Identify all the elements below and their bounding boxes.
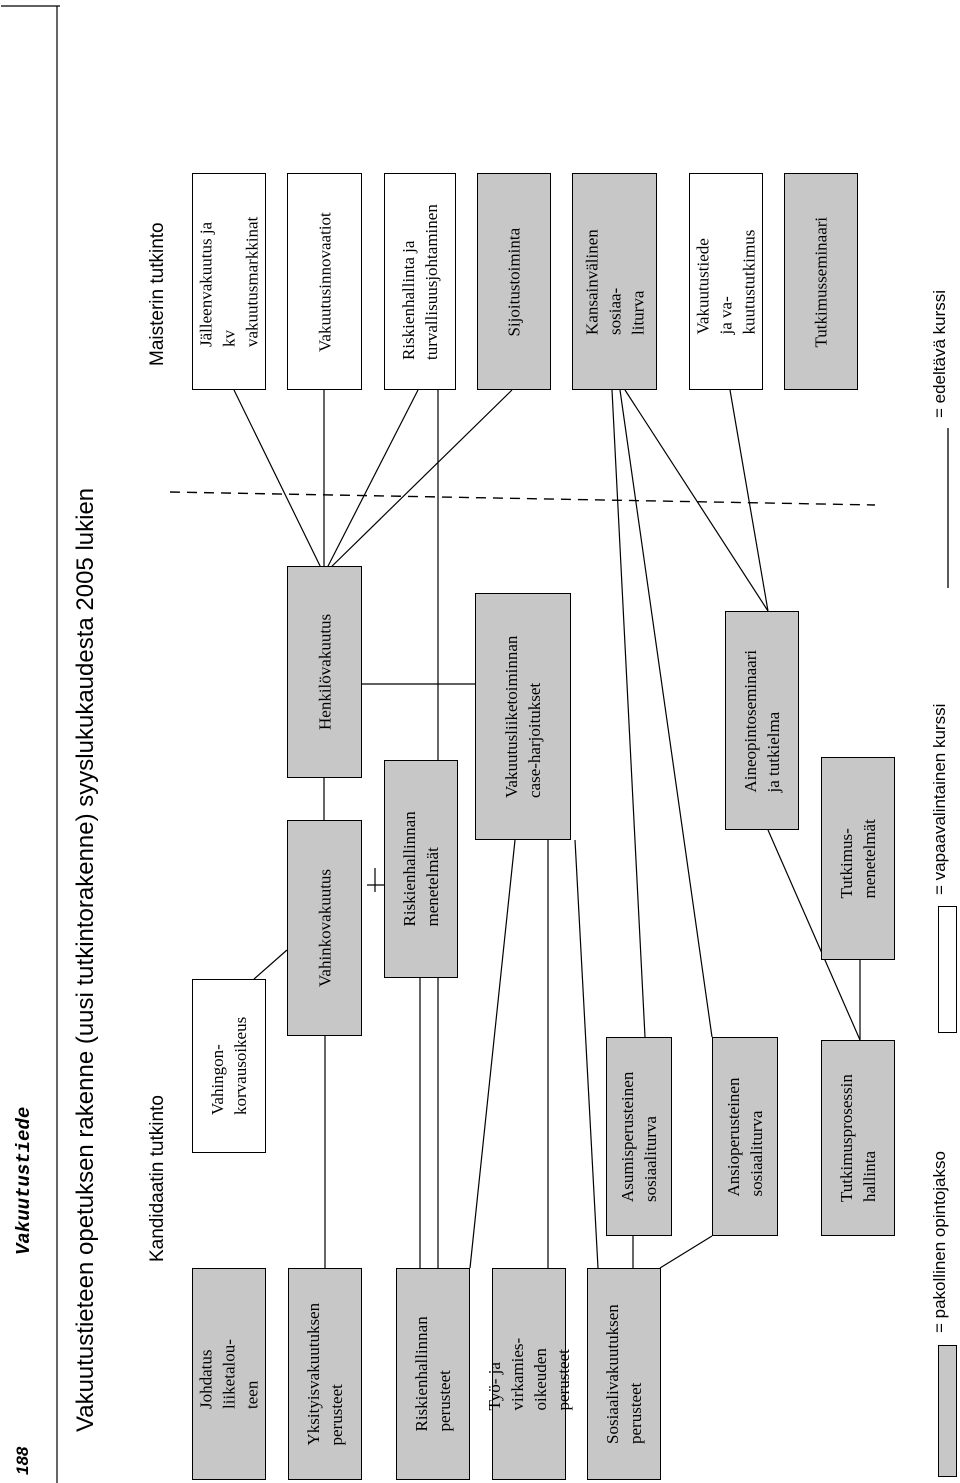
course-sosiaalivakuutuksen-perusteet: Sosiaalivakuutuksen perusteet — [587, 1268, 661, 1480]
page-title: Vakuutustieteen opetuksen rakenne (uusi … — [72, 487, 99, 1432]
course-sosiaalivakuutuksen-perusteet-label: Sosiaalivakuutuksen perusteet — [603, 1304, 645, 1444]
course-vahinkovakuutus: Vahinkovakuutus — [287, 820, 362, 1036]
course-kansainvalinen-sosiaaliturva-label: Kansainvälinen sosiaa- liturva — [582, 228, 647, 335]
course-ansioperusteinen-sosiaaliturva-label: Ansioperusteinen sosiaaliturva — [724, 1077, 766, 1196]
course-aineopintoseminaari: Aineopintoseminaari ja tutkielma — [725, 611, 799, 830]
line-aine-kansain — [624, 389, 769, 612]
course-vakuutusinnovaatiot: Vakuutusinnovaatiot — [287, 173, 362, 390]
course-henkilovakuutus-label: Henkilövakuutus — [315, 613, 334, 730]
course-ansioperusteinen-sosiaaliturva: Ansioperusteinen sosiaaliturva — [712, 1037, 778, 1236]
course-jalleenvakuutus: Jälleenvakuutus ja kv vakuutusmarkkinat — [192, 173, 266, 390]
course-riskienhallinnan-perusteet: Riskienhallinnan perusteet — [396, 1268, 470, 1480]
course-vahingonkorvausoikeus: Vahingon- korvausoikeus — [192, 979, 266, 1153]
line-aine-tutkprosessi — [767, 829, 861, 1041]
line-ansio-kansain — [619, 389, 713, 1038]
course-vakuutusliiketoiminnan-case: Vakuutusliiketoiminnan case-harjoitukset — [475, 593, 571, 840]
course-tyo-ja-virkamiesoikeus-label: Työ- ja virkamies- oikeuden perusteet — [485, 1337, 573, 1411]
course-vakuutustiede-ja-vakuutustutkimus: Vakuutustiede ja va- kuutustutkimus — [689, 173, 763, 390]
course-yksityisvakuutuksen-perusteet: Yksityisvakuutuksen perusteet — [288, 1268, 362, 1480]
course-tutkimusmenetelmat-label: Tutkimus- menetelmät — [837, 818, 879, 898]
course-aineopintoseminaari-label: Aineopintoseminaari ja tutkielma — [741, 649, 783, 792]
course-vahingonkorvausoikeus-label: Vahingon- korvausoikeus — [208, 1016, 250, 1115]
master-heading: Maisterin tutkinto — [147, 222, 168, 366]
course-tutkimusmenetelmat: Tutkimus- menetelmät — [821, 757, 895, 960]
course-vakuutustiede-ja-vakuutustutkimus-label: Vakuutustiede ja va- kuutustutkimus — [693, 229, 759, 334]
line-vahingonkorv-vahinko — [253, 949, 288, 980]
course-riskienhallinnan-menetelmat-label: Riskienhallinnan menetelmät — [400, 811, 442, 927]
course-sijoitustoiminta: Sijoitustoiminta — [477, 173, 551, 390]
course-riskienhallinnan-menetelmat: Riskienhallinnan menetelmät — [384, 760, 458, 978]
line-henkilo-turvallisuus — [323, 389, 419, 575]
course-tutkimusseminaari: Tutkimusseminaari — [784, 173, 858, 390]
page-number: 188 — [13, 1446, 32, 1475]
course-vahinkovakuutus-label: Vahinkovakuutus — [315, 868, 334, 987]
course-vakuutusliiketoiminnan-case-label: Vakuutusliiketoiminnan case-harjoitukset — [502, 635, 544, 798]
line-riskperust-case — [469, 839, 516, 1269]
course-riskienhallinta-turvallisuus: Riskienhallinta ja turvallisuusjohtamine… — [384, 173, 456, 390]
line-henkilo-jalleen — [233, 389, 325, 575]
journal-name: Vakuutustiede — [13, 1106, 35, 1255]
course-sijoitustoiminta-label: Sijoitustoiminta — [504, 227, 524, 336]
course-vakuutusinnovaatiot-label: Vakuutusinnovaatiot — [315, 211, 334, 352]
line-sosiaali-ansio — [659, 1235, 713, 1269]
course-tutkimusprosessin-hallinta: Tutkimusprosessin hallinta — [821, 1040, 895, 1236]
course-riskienhallinta-turvallisuus-label: Riskienhallinta ja turvallisuusjohtamine… — [399, 203, 441, 360]
legend-required-label: = pakollinen opintojakso — [930, 1151, 949, 1333]
course-johdatus: Johdatus liiketalou- teen — [192, 1268, 266, 1480]
course-asumisperusteinen-sosiaaliturva-label: Asumisperusteinen sosiaaliturva — [618, 1071, 660, 1202]
course-jalleenvakuutus-label: Jälleenvakuutus ja kv vakuutusmarkkinat — [196, 216, 262, 347]
course-asumisperusteinen-sosiaaliturva: Asumisperusteinen sosiaaliturva — [606, 1037, 672, 1236]
course-kansainvalinen-sosiaaliturva: Kansainvälinen sosiaa- liturva — [572, 173, 657, 390]
course-tutkimusprosessin-hallinta-label: Tutkimusprosessin hallinta — [837, 1074, 879, 1202]
line-asumis-kansain — [611, 389, 646, 1038]
line-aine-vakuutustiede — [729, 389, 769, 612]
legend-optional-label: = vapaavalintainen kurssi — [930, 703, 949, 895]
course-johdatus-label: Johdatus liiketalou- teen — [196, 1339, 262, 1409]
course-henkilovakuutus: Henkilövakuutus — [287, 566, 362, 778]
legend-optional-swatch — [938, 906, 957, 1033]
course-yksityisvakuutuksen-perusteet-label: Yksityisvakuutuksen perusteet — [304, 1302, 346, 1446]
bachelor-heading: Kandidaatin tutkinto — [147, 1095, 168, 1262]
line-henkilo-sijoitus — [323, 389, 513, 575]
course-tyo-ja-virkamiesoikeus: Työ- ja virkamies- oikeuden perusteet — [485, 1268, 573, 1480]
course-riskienhallinnan-perusteet-label: Riskienhallinnan perusteet — [412, 1316, 454, 1432]
legend-prerequisite-label: = edeltävä kurssi — [930, 289, 949, 418]
line-sosiaali-case — [574, 839, 599, 1269]
legend-required-swatch — [938, 1345, 957, 1477]
degree-divider-dashed — [169, 491, 876, 506]
legend-prerequisite-line — [947, 428, 949, 588]
course-tutkimusseminaari-label: Tutkimusseminaari — [811, 216, 831, 347]
